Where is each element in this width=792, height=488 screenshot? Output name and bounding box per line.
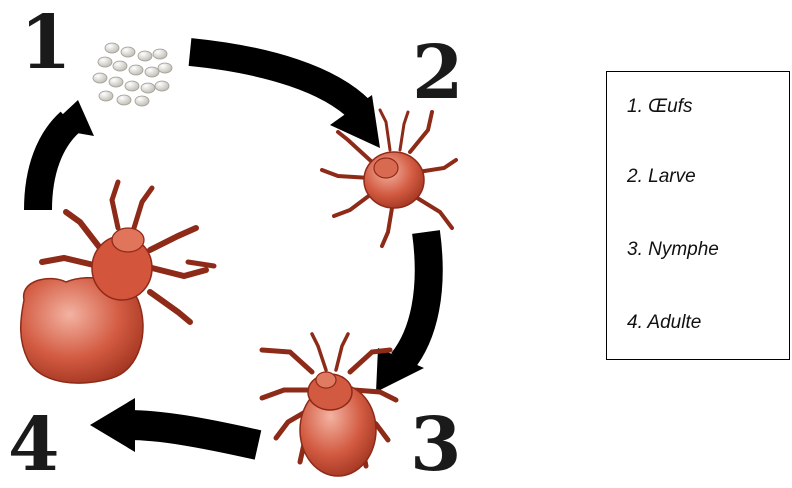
legend-item-adult: 4. Adulte	[627, 312, 701, 334]
legend-box: 1. Œufs 2. Larve 3. Nymphe 4. Adulte	[606, 71, 790, 360]
stage-number-3: 3	[410, 402, 462, 488]
arrow-1-to-2	[190, 52, 380, 148]
stage-number-1: 1	[20, 0, 72, 86]
legend-item-larva: 2. Larve	[627, 166, 696, 188]
arrow-2-to-3	[376, 232, 429, 392]
nymph-illustration	[262, 334, 396, 476]
stage-number-2: 2	[412, 30, 464, 116]
eggs-illustration	[93, 43, 172, 106]
legend-item-eggs: 1. Œufs	[627, 96, 692, 118]
arrow-3-to-4	[90, 398, 258, 452]
stage-number-4: 4	[8, 402, 60, 488]
arrow-4-to-1	[38, 100, 94, 210]
adult-illustration	[21, 182, 214, 383]
legend-item-nymph: 3. Nymphe	[627, 239, 719, 261]
